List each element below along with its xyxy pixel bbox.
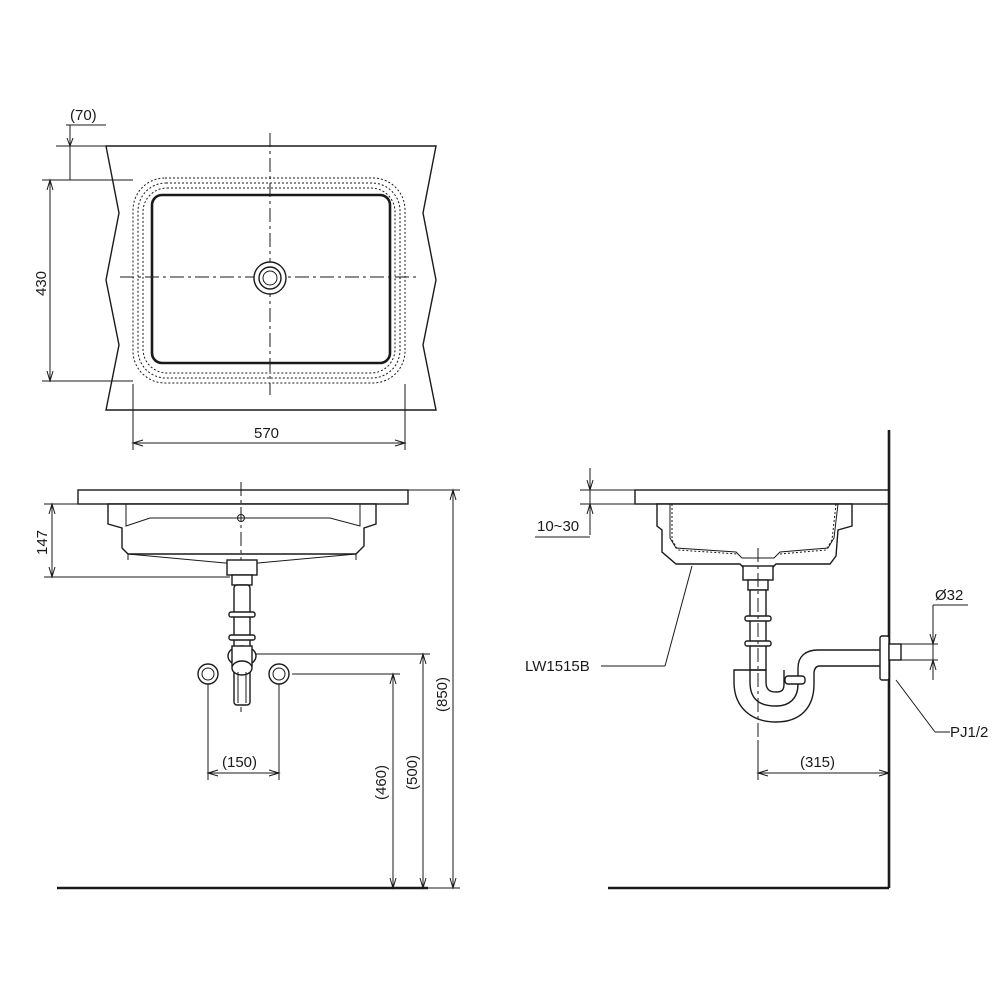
counter-slab-front — [77, 489, 409, 505]
drain-core — [262, 270, 278, 286]
dim-width-top-view: 570 — [254, 425, 279, 442]
supply-valve-right — [268, 663, 290, 685]
drain-inner — [258, 266, 282, 290]
dim-drain-height: (500) — [404, 755, 421, 790]
bowl-outline — [150, 193, 392, 365]
drain-body-front — [226, 559, 258, 576]
basin-inner-front — [125, 504, 361, 527]
rim-dotted-outer — [132, 177, 406, 384]
dim-supply-spacing: (150) — [222, 754, 257, 771]
dim-wall-outlet-depth: (315) — [800, 754, 835, 771]
wall-flange — [879, 635, 890, 681]
dim-depth-top-view: 430 — [33, 271, 50, 296]
dim-supply-height: (460) — [373, 765, 390, 800]
front-view: 147 (150) (460) (500) (850) — [34, 482, 460, 890]
drain-pipe-front — [233, 584, 251, 706]
side-view: 10~30 LW1515B Ø32 PJ1/2 (315) — [525, 430, 988, 890]
thread-label: PJ1/2 — [950, 724, 988, 741]
dim-top-offset: (70) — [70, 107, 97, 124]
model-label: LW1515B — [525, 658, 590, 675]
basin-body-side — [656, 503, 853, 571]
top-view: (70) 430 570 — [33, 107, 437, 450]
dim-basin-height: 147 — [34, 530, 51, 555]
supply-valve-left — [197, 663, 219, 685]
p-trap — [733, 649, 887, 723]
counter-outline-top — [105, 145, 437, 411]
rim-dotted-inner — [142, 187, 396, 374]
dim-counter-thickness: 10~30 — [537, 518, 579, 535]
counter-slab-side — [634, 489, 890, 505]
rim-dotted-mid — [137, 182, 401, 379]
basin-body-front — [107, 503, 377, 555]
dim-counter-height: (850) — [434, 677, 451, 712]
dim-pipe-diameter: Ø32 — [935, 587, 963, 604]
